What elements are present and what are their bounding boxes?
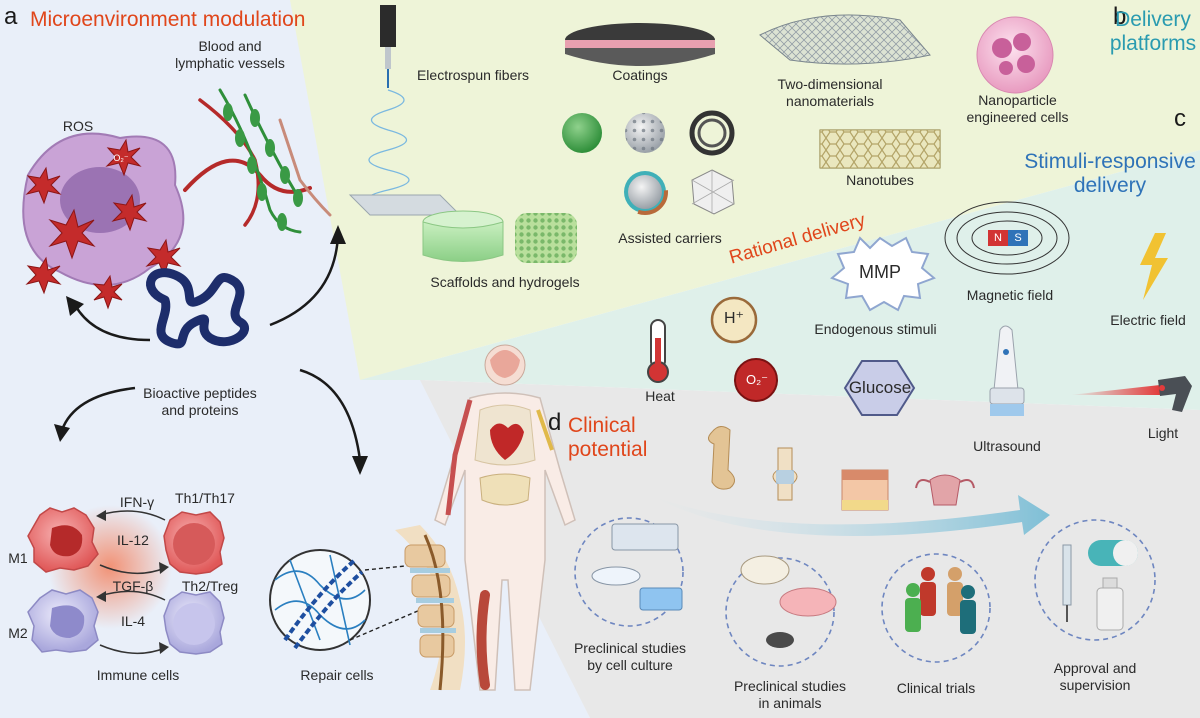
panel-letter-d: d [548,409,562,436]
peptides-label: Bioactive peptides and proteins [143,385,257,418]
m2-label: M2 [8,625,28,641]
two-d-label: Two-dimensional nanomaterials [777,76,883,109]
ifn-label: IFN-γ [119,494,155,510]
clinical-trials-label: Clinical trials [896,680,976,696]
cell-culture-label: Preclinical studies by cell culture [573,640,687,673]
electrospun-label: Electrospun fibers [416,67,530,83]
light-label: Light [1147,425,1179,441]
heat-label: Heat [645,388,675,404]
magnet-north-label: N [994,232,1002,244]
ultrasound-label: Ultrasound [973,438,1041,454]
panel-letter-b: b [1113,3,1127,30]
m1-label: M1 [8,550,28,566]
panel-letter-a: a [4,3,18,30]
immune-cells-label: Immune cells [96,667,180,683]
il4-label: IL-4 [120,613,146,629]
vessels-label: Blood and lymphatic vessels [175,38,285,71]
th2-label: Th2/Treg [181,578,239,594]
electric-label: Electric field [1110,312,1186,328]
panel-c-title: Stimuli-responsive delivery [1024,150,1196,197]
animals-label: Preclinical studies in animals [733,678,847,711]
panel-b-title: Delivery platforms [1109,8,1197,55]
approval-label: Approval and supervision [1053,660,1137,693]
th1-label: Th1/Th17 [175,490,235,506]
endogenous-label: Endogenous stimuli [814,321,937,337]
nanotubes-label: Nanotubes [846,172,914,188]
panel-letter-c: c [1174,105,1186,132]
il12-label: IL-12 [117,532,149,548]
o2-stimulus-label: O₂⁻ [745,372,769,387]
mmp-label: MMP [859,262,901,282]
glucose-label: Glucose [848,378,912,397]
ros-label: ROS [62,118,94,134]
assisted-carriers-label: Assisted carriers [618,230,722,246]
panel-d-title: Clinical potential [568,414,648,461]
tgf-label: TGF-β [112,578,154,594]
scaffolds-label: Scaffolds and hydrogels [430,274,580,290]
magnet-south-label: S [1014,232,1022,244]
h-plus-label: H⁺ [724,310,744,327]
coatings-label: Coatings [612,67,668,83]
ros-o2-label: O₂⁻ [113,153,129,163]
magnetic-label: Magnetic field [966,287,1054,303]
engineered-cells-label: Nanoparticle engineered cells [966,92,1069,125]
panel-a-title: Microenvironment modulation [30,8,306,31]
repair-cells-label: Repair cells [300,667,374,683]
